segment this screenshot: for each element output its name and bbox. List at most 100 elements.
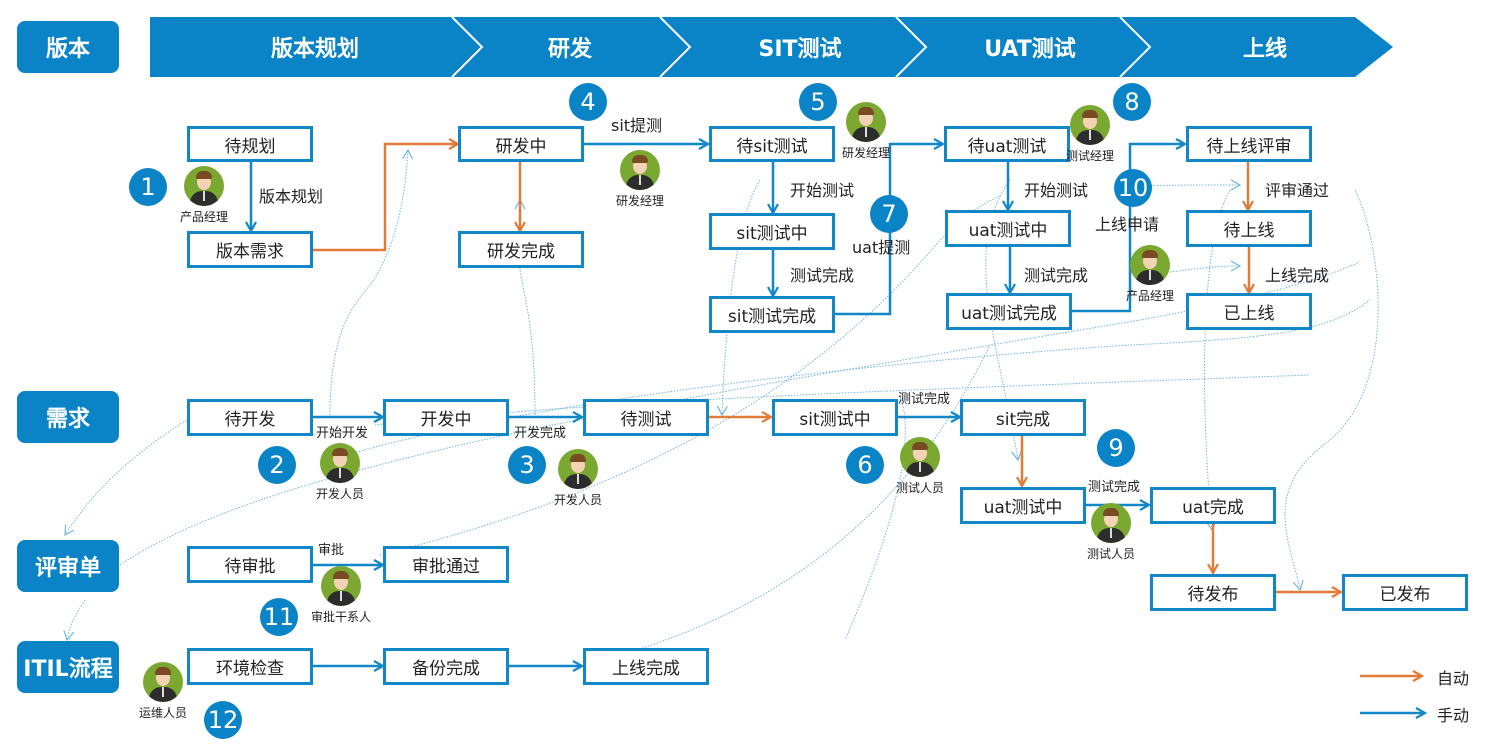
step-badge-6: 6 <box>846 446 884 484</box>
node-dev-done[interactable]: 研发完成 <box>458 231 584 268</box>
node-wait-test[interactable]: 待测试 <box>583 399 709 436</box>
node-backup-done[interactable]: 备份完成 <box>383 648 509 685</box>
person-avatar-icon <box>184 166 224 206</box>
legend-auto-label: 自动 <box>1437 669 1470 688</box>
person-avatar-icon <box>558 449 598 489</box>
person-avatar-icon <box>1130 245 1170 285</box>
step-badge-2: 2 <box>258 446 296 484</box>
step-badge-1: 1 <box>129 168 167 206</box>
edge-label-test-done-sit: 测试完成 <box>790 266 855 285</box>
edge-label-online-done: 上线完成 <box>1265 266 1330 285</box>
edge-label-dev-done: 开发完成 <box>514 426 567 441</box>
edge-label-start-dev: 开始开发 <box>316 426 369 441</box>
role-tester-2: 测试人员 <box>1081 503 1141 562</box>
lane-version: 版本 <box>17 21 119 73</box>
edge-label-test-done-uat: 测试完成 <box>1024 266 1089 285</box>
node-wait-review[interactable]: 待上线评审 <box>1186 126 1312 162</box>
role-product-manager-1: 产品经理 <box>174 166 234 225</box>
step-badge-10: 10 <box>1114 169 1152 207</box>
role-name: 审批干系人 <box>311 610 372 624</box>
node-sit-testing-req[interactable]: sit测试中 <box>772 399 898 436</box>
step-badge-11: 11 <box>260 598 298 636</box>
role-name: 研发经理 <box>841 146 890 160</box>
role-developer-2: 开发人员 <box>548 449 608 508</box>
node-online-done[interactable]: 上线完成 <box>583 648 709 685</box>
person-avatar-icon <box>846 102 886 142</box>
role-name: 产品经理 <box>1125 289 1174 303</box>
role-name: 开发人员 <box>315 487 364 501</box>
edge-label-start-test-sit: 开始测试 <box>790 181 855 200</box>
role-tester-1: 测试人员 <box>890 437 950 496</box>
role-name: 研发经理 <box>615 194 664 208</box>
step-badge-9: 9 <box>1097 429 1135 467</box>
person-avatar-icon <box>620 150 660 190</box>
node-wait-sit[interactable]: 待sit测试 <box>709 126 835 162</box>
person-avatar-icon <box>143 662 183 702</box>
edge-label-uat-submit: uat提测 <box>852 238 911 257</box>
edge-label-start-test-uat: 开始测试 <box>1024 181 1089 200</box>
node-sit-done[interactable]: sit测试完成 <box>709 296 835 333</box>
lane-requirement: 需求 <box>17 391 119 443</box>
role-ops: 运维人员 <box>133 662 193 721</box>
phase-version-planning: 版本规划 <box>270 37 359 62</box>
person-avatar-icon <box>1091 503 1131 543</box>
role-name: 测试人员 <box>1086 547 1135 561</box>
node-uat-testing[interactable]: uat测试中 <box>945 210 1071 247</box>
role-product-manager-2: 产品经理 <box>1120 245 1180 304</box>
node-wait-uat[interactable]: 待uat测试 <box>944 126 1070 162</box>
role-name: 开发人员 <box>553 493 602 507</box>
phase-development: 研发 <box>547 37 592 62</box>
node-uat-complete[interactable]: uat完成 <box>1150 487 1276 524</box>
step-badge-7: 7 <box>870 195 908 233</box>
step-badge-8: 8 <box>1113 83 1151 121</box>
node-wait-publish[interactable]: 待发布 <box>1150 574 1276 611</box>
person-avatar-icon <box>900 437 940 477</box>
node-sit-testing[interactable]: sit测试中 <box>709 213 835 250</box>
edge-label-req-test-done-sit: 测试完成 <box>898 392 951 407</box>
edge-label-online-apply: 上线申请 <box>1095 215 1160 234</box>
node-approved[interactable]: 审批通过 <box>383 546 509 583</box>
node-sit-complete[interactable]: sit完成 <box>960 399 1086 436</box>
node-env-check[interactable]: 环境检查 <box>187 648 313 685</box>
role-developer-1: 开发人员 <box>310 443 370 502</box>
role-dev-manager-1: 研发经理 <box>610 150 670 209</box>
node-wait-online[interactable]: 待上线 <box>1186 210 1312 247</box>
role-dev-manager-2: 研发经理 <box>836 102 896 161</box>
node-developing[interactable]: 研发中 <box>458 126 584 162</box>
phase-bar <box>150 17 1393 77</box>
person-avatar-icon <box>320 443 360 483</box>
edge-label-sit-submit: sit提测 <box>611 116 663 135</box>
node-version-requirement[interactable]: 版本需求 <box>187 231 313 268</box>
phase-sit-test: SIT测试 <box>758 37 842 62</box>
step-badge-4: 4 <box>569 83 607 121</box>
phase-go-live: 上线 <box>1242 37 1287 62</box>
edge-label-plan: 版本规划 <box>259 187 324 206</box>
person-avatar-icon <box>321 566 361 606</box>
lane-review: 评审单 <box>17 540 119 592</box>
edge-label-req-test-done-uat: 测试完成 <box>1088 480 1141 495</box>
role-test-manager: 测试经理 <box>1060 105 1120 164</box>
step-badge-5: 5 <box>799 83 837 121</box>
node-published[interactable]: 已发布 <box>1342 574 1468 611</box>
node-uat-testing-req[interactable]: uat测试中 <box>960 487 1086 524</box>
role-name: 测试人员 <box>895 481 944 495</box>
node-developing-req[interactable]: 开发中 <box>383 399 509 436</box>
node-wait-plan[interactable]: 待规划 <box>187 126 313 162</box>
person-avatar-icon <box>1070 105 1110 145</box>
node-uat-done[interactable]: uat测试完成 <box>946 293 1072 330</box>
edge-label-review-pass: 评审通过 <box>1265 181 1330 200</box>
legend-manual: 手动 <box>1437 702 1469 726</box>
role-name: 产品经理 <box>179 210 228 224</box>
role-approver: 审批干系人 <box>311 566 371 625</box>
step-badge-3: 3 <box>508 446 546 484</box>
role-name: 运维人员 <box>138 706 187 720</box>
legend-auto: 自动 <box>1437 665 1469 689</box>
edge-label-approve: 审批 <box>318 543 345 558</box>
node-wait-approval[interactable]: 待审批 <box>187 546 313 583</box>
node-wait-develop[interactable]: 待开发 <box>187 399 313 436</box>
legend-manual-label: 手动 <box>1437 706 1470 725</box>
node-online[interactable]: 已上线 <box>1186 293 1312 330</box>
phase-uat-test: UAT测试 <box>984 37 1076 62</box>
